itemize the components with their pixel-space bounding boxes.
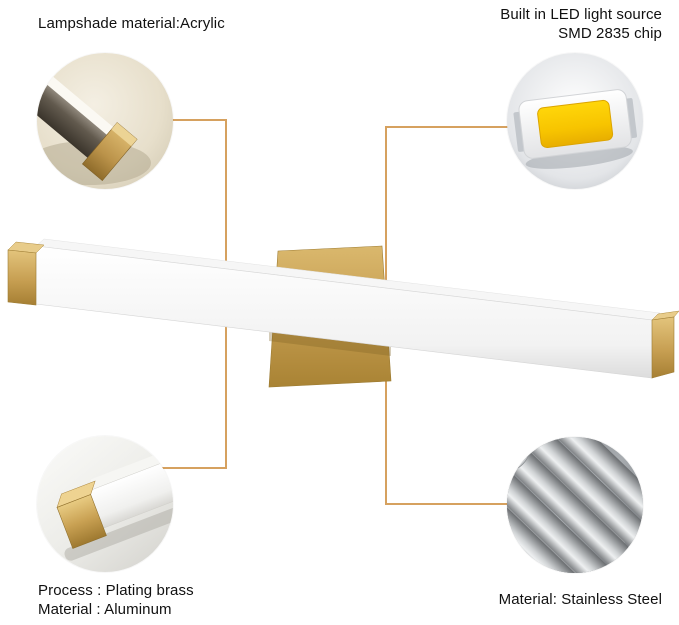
- canopy-shadow: [269, 332, 391, 356]
- label-led-line1: Built in LED light source: [500, 6, 662, 23]
- connector-bottom-right: [385, 378, 510, 505]
- led-chip-graphic: [507, 53, 643, 189]
- steel-rods-graphic: [507, 437, 643, 573]
- label-led-line2: SMD 2835 chip: [558, 25, 662, 42]
- connector-bottom-left: [160, 324, 227, 469]
- lampshade-closeup-graphic: [37, 53, 173, 189]
- right-end-cap: [651, 316, 675, 379]
- inset-led-chip-photo: [507, 53, 643, 189]
- connector-top-right: [385, 126, 512, 291]
- inset-lampshade-photo: [37, 53, 173, 189]
- label-process-line1: Process : Plating brass: [38, 582, 194, 599]
- brass-endcap-graphic: [37, 436, 173, 572]
- inset-brass-endcap-photo: [37, 436, 173, 572]
- label-steel-material: Material: Stainless Steel: [498, 591, 662, 608]
- label-lampshade-material: Lampshade material:Acrylic: [38, 15, 225, 32]
- label-material-line2: Material : Aluminum: [38, 601, 172, 618]
- label-led-source: Built in LED light source SMD 2835 chip: [500, 5, 662, 43]
- left-end-cap: [7, 249, 37, 306]
- label-process-material: Process : Plating brass Material : Alumi…: [38, 581, 194, 619]
- inset-steel-rods-photo: [507, 437, 643, 573]
- connector-top-left: [168, 119, 227, 272]
